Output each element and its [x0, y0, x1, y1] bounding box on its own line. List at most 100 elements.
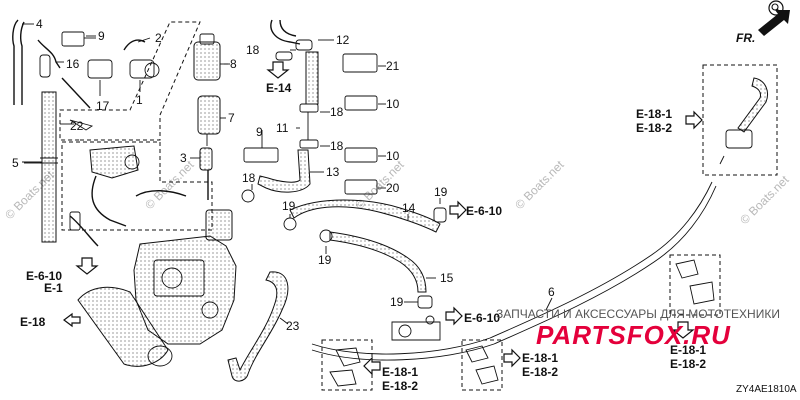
ref-e-18-1-bottom-a[interactable]: E-18-1 [382, 365, 418, 379]
part-18-clamp [299, 103, 319, 113]
part-12-vertical [305, 51, 319, 105]
front-direction-arrow: FR. [736, 10, 790, 45]
carb-top [205, 209, 233, 241]
clip-c [675, 259, 699, 279]
callout-9-b: 9 [256, 125, 263, 139]
reference-e-6-10-mid[interactable]: E-6-10 [445, 306, 500, 326]
callout-labels: 4 9 2 16 17 1 22 5 3 8 7 9 18 12 18 11 1… [12, 17, 555, 333]
callout-15: 15 [440, 271, 454, 285]
part-19-clamp [283, 217, 297, 231]
part-17-hose [61, 77, 91, 109]
part-5-hose [41, 91, 57, 243]
part-7-filter [197, 95, 221, 135]
callout-13: 13 [326, 165, 340, 179]
reference-e-18-right[interactable]: E-18-1 E-18-2 [636, 107, 703, 135]
inset-box-carb [61, 141, 213, 231]
callout-16: 16 [66, 57, 80, 71]
ref-e-14-label[interactable]: E-14 [266, 81, 292, 95]
inset-box-clip-c [669, 254, 721, 316]
part-22-clip [69, 119, 94, 131]
front-direction-label: FR. [736, 31, 755, 45]
part-18-clamp-2 [241, 189, 255, 203]
callout-9: 9 [98, 29, 105, 43]
ref-e-18-label[interactable]: E-18 [20, 315, 46, 329]
partsfox-subtitle: ЗАПЧАСТИ И АКСЕССУАРЫ ДЛЯ МОТОТЕХНИКИ [496, 307, 780, 321]
watermark-boats-net: © Boats.net [737, 172, 792, 227]
part-10-clip [344, 95, 378, 111]
reference-e-18-bottom-c[interactable]: E-18-1 E-18-2 [670, 321, 706, 371]
callout-10: 10 [386, 97, 400, 111]
ref-e-18-2-bottom-a[interactable]: E-18-2 [382, 379, 418, 393]
reference-e-6-10-left[interactable]: E-6-10 E-1 [26, 257, 99, 295]
callout-19: 19 [282, 199, 296, 213]
callout-4: 4 [36, 17, 43, 31]
part-4-hose-edge [19, 21, 25, 105]
clip-b [465, 345, 489, 363]
part-21-clip [342, 53, 378, 73]
ref-e-6-10-mid-label[interactable]: E-6-10 [464, 311, 500, 325]
callout-22: 22 [70, 119, 84, 133]
inset-box-clip-a [321, 339, 373, 391]
part-9-clip-2 [243, 147, 279, 163]
part-3-hose [199, 147, 213, 171]
reference-e-14[interactable]: E-14 [266, 61, 292, 95]
ref-e-1-label[interactable]: E-1 [44, 281, 63, 295]
callout-5: 5 [12, 156, 19, 170]
watermark-boats-net: © Boats.net [512, 157, 567, 212]
part-code: ZY4AE1810A [736, 384, 797, 395]
float-bowl [77, 286, 169, 367]
part-16-clip [37, 39, 61, 69]
reference-e-18-bottom-b[interactable]: E-18-1 E-18-2 [503, 348, 558, 379]
callout-19-d: 19 [390, 295, 404, 309]
callout-18-c: 18 [330, 139, 344, 153]
part-17-filter [87, 59, 113, 79]
callout-14: 14 [402, 201, 416, 215]
callout-18: 18 [246, 43, 260, 57]
part-10-clip-2 [344, 147, 378, 163]
reference-e-6-10-right[interactable]: E-6-10 [449, 200, 502, 220]
callout-7: 7 [228, 111, 235, 125]
ref-e-6-10-label[interactable]: E-6-10 [26, 269, 62, 283]
reference-e-18[interactable]: E-18 [20, 312, 81, 329]
part-2-hose [123, 39, 146, 51]
part-4-hose [12, 19, 19, 105]
part-12-hose [270, 19, 301, 45]
part-9-clip [61, 31, 85, 47]
callout-21: 21 [386, 59, 400, 73]
callout-6: 6 [548, 285, 555, 299]
part-1-valve [129, 59, 155, 79]
part-23-hose [227, 271, 289, 382]
watermark-boats-net: © Boats.net [142, 157, 197, 212]
fuel-pump [89, 145, 139, 179]
callout-11: 11 [276, 121, 289, 135]
ref-e-6-10-right-label[interactable]: E-6-10 [466, 204, 502, 218]
callout-18-b: 18 [330, 105, 344, 119]
callout-20: 20 [386, 181, 400, 195]
ref-e-18-1-bottom-b[interactable]: E-18-1 [522, 351, 558, 365]
leader-lines [22, 23, 553, 325]
carburetor-assembly [133, 235, 237, 345]
ref-e-18-2-bottom-b[interactable]: E-18-2 [522, 365, 558, 379]
partsfox-logo: PARTSFOX.RU [536, 320, 731, 350]
callout-10-b: 10 [386, 149, 400, 163]
clip-a [335, 347, 361, 367]
part-20-clip [344, 179, 378, 195]
callout-19-b: 19 [318, 253, 332, 267]
callout-23: 23 [286, 319, 300, 333]
callout-19-c: 19 [434, 185, 448, 199]
callout-3: 3 [180, 151, 187, 165]
reference-e-18-bottom-a[interactable]: E-18-1 E-18-2 [363, 356, 418, 393]
part-14-hose [289, 199, 441, 233]
part-19-clamp-2 [319, 229, 333, 243]
callout-17: 17 [96, 99, 110, 113]
ref-e-18-2-right-label[interactable]: E-18-2 [636, 121, 672, 135]
part-8-cap [193, 41, 221, 81]
ref-e-18-1-bottom-c[interactable]: E-18-1 [670, 343, 706, 357]
ref-e-18-2-bottom-c[interactable]: E-18-2 [670, 357, 706, 371]
callout-12: 12 [336, 33, 350, 47]
inset-box-right [702, 64, 778, 176]
ref-e-18-1-right-label[interactable]: E-18-1 [636, 107, 672, 121]
callout-1: 1 [136, 93, 143, 107]
